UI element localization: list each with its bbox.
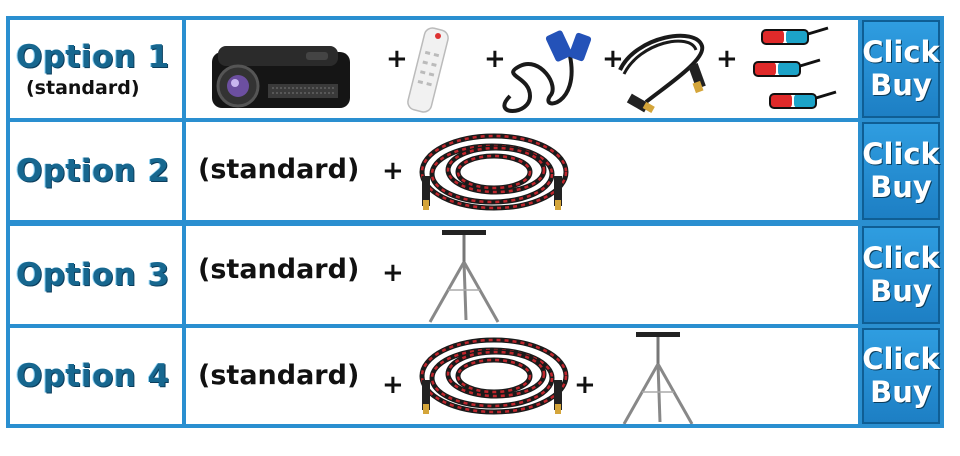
plus-sign: +: [382, 258, 404, 288]
tripod-stand-icon: [622, 330, 694, 424]
3d-glasses-icon: [753, 26, 837, 109]
plus-sign: +: [386, 44, 408, 74]
button-label-line2: Buy: [870, 274, 932, 308]
button-label-line2: Buy: [870, 170, 932, 204]
tripod-stand-icon: [428, 228, 500, 324]
options-table: Option 1 (standard) +: [6, 16, 944, 428]
option-label-cell: Option 1 (standard): [10, 20, 182, 118]
plus-sign: +: [382, 156, 404, 186]
vga-cable-icon: [502, 30, 592, 113]
standard-label: (standard): [198, 360, 360, 391]
option-label-cell: Option 3: [10, 226, 182, 324]
button-label-line2: Buy: [870, 375, 932, 409]
plus-sign: +: [716, 44, 738, 74]
plus-sign: +: [602, 44, 624, 74]
option-label-cell: Option 4: [10, 328, 182, 424]
button-label-line1: Click: [862, 35, 940, 69]
plus-sign: +: [382, 370, 404, 400]
button-label-line1: Click: [862, 137, 940, 171]
hdmi-cable-icon: [618, 33, 706, 113]
button-label-line1: Click: [862, 241, 940, 275]
option-contents: (standard) +: [186, 122, 858, 220]
click-buy-button[interactable]: Click Buy: [862, 328, 940, 424]
remote-control-icon: [407, 27, 449, 113]
option-subtitle: (standard): [26, 77, 140, 99]
option-row-4: Option 4 (standard) + + Click Buy: [10, 328, 940, 424]
option-title: Option 4: [16, 358, 170, 394]
option-contents: (standard) +: [186, 226, 858, 324]
button-label-line1: Click: [862, 342, 940, 376]
option-title: Option 3: [16, 257, 170, 293]
standard-label: (standard): [198, 254, 360, 285]
button-label-line2: Buy: [870, 68, 932, 102]
braided-hdmi-cable-icon: [414, 328, 574, 424]
option-contents: (standard) + +: [186, 328, 858, 424]
click-buy-button[interactable]: Click Buy: [862, 226, 940, 324]
plus-sign: +: [574, 370, 596, 400]
option-row-2: Option 2 (standard) + Click Buy: [10, 122, 940, 220]
option-label-cell: Option 2: [10, 122, 182, 220]
projector-icon: [212, 46, 350, 108]
click-buy-button[interactable]: Click Buy: [862, 20, 940, 118]
option-title: Option 2: [16, 153, 170, 189]
standard-label: (standard): [198, 154, 360, 185]
click-buy-button[interactable]: Click Buy: [862, 122, 940, 220]
option-row-1: Option 1 (standard) +: [10, 20, 940, 118]
braided-hdmi-cable-icon: [414, 124, 574, 220]
option-title: Option 1: [16, 39, 170, 75]
plus-sign: +: [484, 44, 506, 74]
option-row-3: Option 3 (standard) + Click Buy: [10, 226, 940, 324]
option-contents: + + +: [186, 20, 858, 118]
